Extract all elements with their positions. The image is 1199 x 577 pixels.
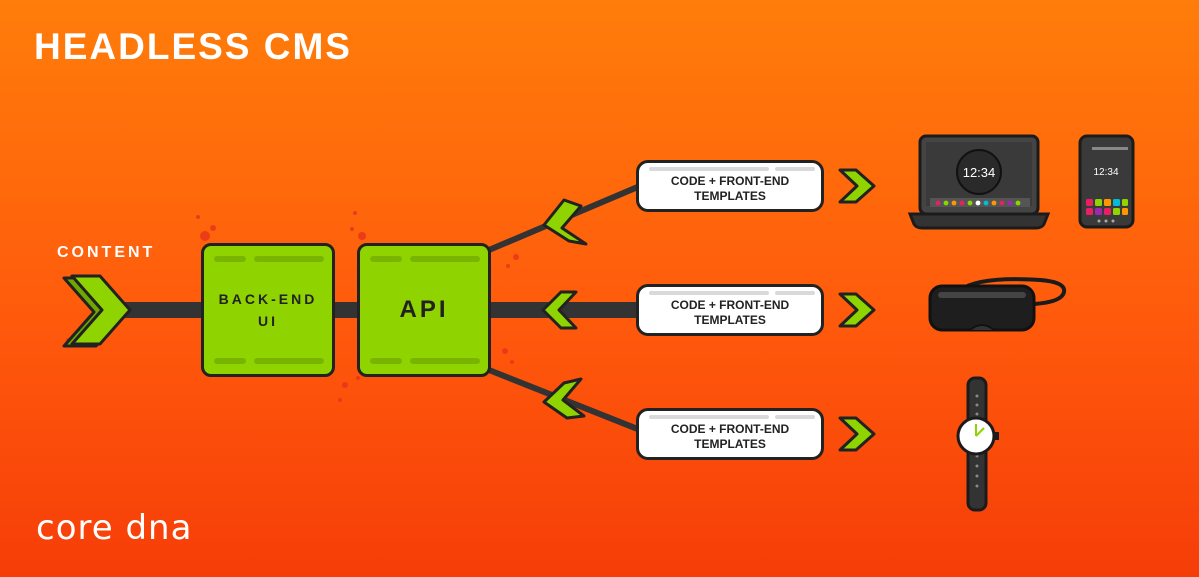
- api-box: API: [357, 243, 491, 377]
- templates-box-3: CODE + FRONT-END TEMPLATES: [636, 408, 824, 460]
- back-end-ui-box: BACK-END UI: [201, 243, 335, 377]
- chevron-right-icon: [838, 168, 876, 452]
- template-line2: TEMPLATES: [694, 189, 766, 203]
- template-line2: TEMPLATES: [694, 437, 766, 451]
- phone-time: 12:34: [1093, 167, 1118, 178]
- coredna-logo: core dna: [36, 508, 193, 548]
- template-line1: CODE + FRONT-END: [670, 422, 790, 436]
- chevron-right-icon: [62, 274, 132, 348]
- laptop-time: 12:34: [963, 165, 996, 180]
- phone-icon: 12:34: [1078, 134, 1135, 229]
- api-label: API: [399, 296, 449, 323]
- vr-headset-icon: [928, 277, 1067, 332]
- ui-label: UI: [257, 313, 278, 329]
- chevron-left-icon: [541, 198, 588, 420]
- laptop-icon: 12:34: [907, 134, 1051, 230]
- template-line1: CODE + FRONT-END: [670, 174, 790, 188]
- templates-box-2: CODE + FRONT-END TEMPLATES: [636, 284, 824, 336]
- templates-box-1: CODE + FRONT-END TEMPLATES: [636, 160, 824, 212]
- splatter-dots: [66, 211, 519, 402]
- content-label: CONTENT: [57, 244, 156, 261]
- smartwatch-icon: [956, 376, 999, 512]
- template-line2: TEMPLATES: [694, 313, 766, 327]
- back-end-label: BACK-END: [218, 291, 318, 307]
- template-line1: CODE + FRONT-END: [670, 298, 790, 312]
- page-title: HEADLESS CMS: [34, 26, 352, 67]
